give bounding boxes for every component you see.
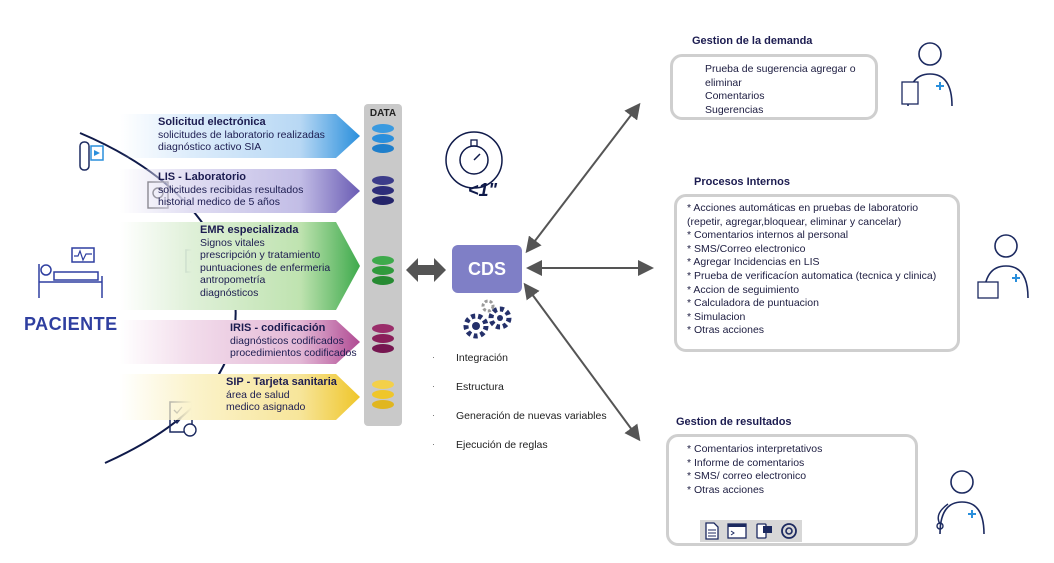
source-line: diagnósticos codificados <box>230 334 344 347</box>
output-title: Gestion de resultados <box>676 416 792 428</box>
output-box-demanda: Prueba de sugerencia agregar o eliminar … <box>670 54 878 120</box>
output-line: Comentarios <box>705 90 765 103</box>
output-line: Sugerencias <box>705 103 764 116</box>
function-label: Integración <box>456 352 508 364</box>
output-line: (repetir, agregar,bloquear, eliminar y c… <box>687 215 902 228</box>
communication-icons <box>700 520 802 542</box>
function-label: Ejecución de reglas <box>456 439 548 451</box>
source-title: SIP - Tarjeta sanitaria <box>226 376 337 388</box>
output-line: * SMS/ correo electronico <box>687 470 807 483</box>
data-label: DATA <box>369 108 397 119</box>
list-item: ·Estructura <box>432 381 607 410</box>
output-line: Prueba de sugerencia agregar o <box>705 63 856 75</box>
function-label: Estructura <box>456 381 504 393</box>
database-icon-green <box>372 256 394 286</box>
source-banner-solicitud: Solicitud electrónica solicitudes de lab… <box>120 114 360 158</box>
doctor-icon <box>901 42 953 107</box>
source-line: medico asignado <box>226 401 306 413</box>
source-line: puntuaciones de enfermeria <box>200 261 331 274</box>
output-box-procesos: * Acciones automáticas en pruebas de lab… <box>674 194 960 352</box>
database-icon-yellow <box>372 380 394 410</box>
database-icon-maroon <box>372 324 394 354</box>
output-line: * Acciones automáticas en pruebas de lab… <box>687 202 919 214</box>
output-line: * Calculadora de puntuacion <box>687 297 819 310</box>
output-line: * Comentarios internos al personal <box>687 229 849 242</box>
source-title: IRIS - codificación <box>230 322 326 334</box>
output-line: * Comentarios interpretativos <box>687 443 823 455</box>
output-title: Gestion de la demanda <box>692 35 813 47</box>
cds-box: CDS <box>452 245 522 293</box>
output-line: * Informe de comentarios <box>687 456 805 469</box>
source-line: diagnósticos <box>200 286 259 299</box>
source-banner-emr: EMR especializada Signos vitales prescri… <box>120 222 360 310</box>
source-banner-sip: SIP - Tarjeta sanitaria área de salud me… <box>120 374 360 420</box>
output-line: * Simulacion <box>687 310 746 323</box>
stopwatch-icon <box>445 131 503 189</box>
gears-icon <box>463 299 512 339</box>
doctor-icon <box>977 234 1029 299</box>
data-column: DATA <box>364 104 402 426</box>
output-line: * Agregar Incidencias en LIS <box>687 256 820 269</box>
source-title: Solicitud electrónica <box>158 116 266 128</box>
output-line: * Accion de seguimiento <box>687 283 800 296</box>
list-item: ·Integración <box>432 352 607 381</box>
doctor-icon <box>936 470 985 535</box>
timer-label: <1" <box>468 180 498 200</box>
source-banner-lis: LIS - Laboratorio solicitudes recibidas … <box>120 169 360 213</box>
source-banner-iris: IRIS - codificación diagnósticos codific… <box>120 320 360 364</box>
source-line: diagnóstico activo SIA <box>158 141 262 153</box>
double-arrow-icon <box>406 258 446 282</box>
test-tube-icon <box>79 141 104 171</box>
patient-label: PACIENTE <box>24 314 118 334</box>
output-line: * SMS/Correo electronico <box>687 242 806 255</box>
source-line: área de salud <box>226 388 290 401</box>
at-icon <box>781 523 798 539</box>
phone-icon <box>756 523 772 539</box>
source-line: antropometría <box>200 274 266 286</box>
database-icon-navy <box>372 176 394 206</box>
source-line: Signos vitales <box>200 236 265 249</box>
source-line: historial medico de 5 años <box>158 196 280 208</box>
patient-bed-icon <box>38 247 103 298</box>
document-icon <box>705 522 719 540</box>
source-line: solicitudes de laboratorio realizadas <box>158 128 325 141</box>
terminal-icon <box>727 523 747 539</box>
output-line: * Prueba de verificacíon automatica (tec… <box>687 269 937 282</box>
list-item: ·Ejecución de reglas <box>432 439 607 468</box>
source-line: prescripción y tratamiento <box>200 249 321 261</box>
source-line: solicitudes recibidas resultados <box>158 183 304 196</box>
source-title: LIS - Laboratorio <box>158 171 246 183</box>
source-line: procedimientos codificados <box>230 347 357 359</box>
output-line: * Otras acciones <box>687 324 765 337</box>
source-title: EMR especializada <box>200 224 299 236</box>
output-line: * Otras acciones <box>687 483 765 496</box>
database-icon-blue <box>372 124 394 154</box>
output-title: Procesos Internos <box>694 176 790 188</box>
output-line: eliminar <box>705 76 742 89</box>
